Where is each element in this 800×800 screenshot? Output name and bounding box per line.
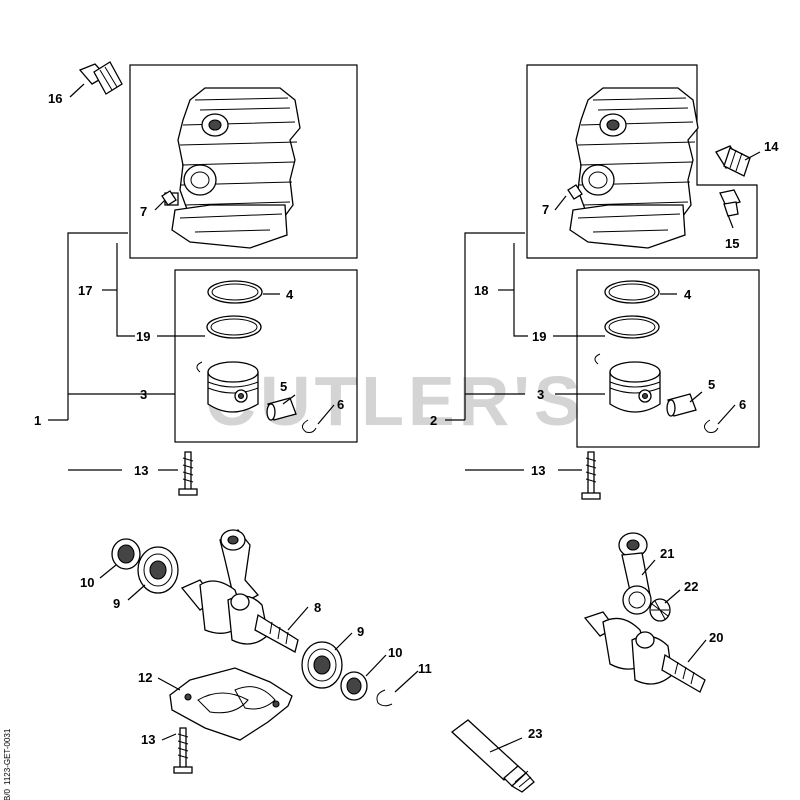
left-circlip-small xyxy=(196,361,203,373)
right-piston-pin xyxy=(666,393,697,417)
left-cylinder-assembly xyxy=(48,61,358,496)
left-piston-box xyxy=(174,269,358,443)
callout-12: 12 xyxy=(138,670,152,685)
right-circlip-small xyxy=(594,353,601,365)
right-cylinder-box xyxy=(526,64,758,259)
callout-10-lower: 10 xyxy=(388,645,402,660)
left-piston-ring-lower xyxy=(206,315,262,339)
callout-5-left: 5 xyxy=(280,379,287,394)
right-plug-15 xyxy=(719,189,741,217)
callout-3-left: 3 xyxy=(140,387,147,402)
left-decompression-valve xyxy=(78,61,123,95)
left-piston-part xyxy=(207,361,259,413)
crankcase-screw-13 xyxy=(173,727,193,774)
right-crankshaft-assembly xyxy=(583,532,707,693)
right-piston-part xyxy=(609,361,661,413)
needle-cage-22 xyxy=(649,598,671,622)
right-plug-7 xyxy=(567,184,583,200)
callout-6-right: 6 xyxy=(739,397,746,412)
crankshaft-20 xyxy=(583,611,706,693)
callout-13-right: 13 xyxy=(531,463,545,478)
callout-15: 15 xyxy=(725,236,739,251)
seal-10a xyxy=(111,538,141,570)
left-piston-ring-upper xyxy=(207,280,263,304)
left-cylinder-part xyxy=(164,87,301,249)
callout-7-left: 7 xyxy=(140,204,147,219)
callout-9-upper: 9 xyxy=(113,596,120,611)
callout-4-left: 4 xyxy=(286,287,294,302)
seal-10b xyxy=(340,671,368,701)
right-circlip xyxy=(704,419,719,433)
circlip-11 xyxy=(376,689,393,707)
left-circlip xyxy=(302,419,317,433)
callout-23: 23 xyxy=(528,726,542,741)
callout-18: 18 xyxy=(474,283,488,298)
right-cylinder-part xyxy=(569,87,699,249)
callout-4-right: 4 xyxy=(684,287,692,302)
right-piston-box xyxy=(576,269,760,448)
callout-21: 21 xyxy=(660,546,674,561)
bearing-9a xyxy=(137,546,179,594)
callout-1: 1 xyxy=(34,413,41,428)
callout-10-upper: 10 xyxy=(80,575,94,590)
right-fitting-14 xyxy=(715,145,751,177)
callout-13-lower: 13 xyxy=(141,732,155,747)
callout-19-right: 19 xyxy=(532,329,546,344)
connecting-rod-21 xyxy=(618,532,652,615)
grease-tube-23 xyxy=(450,719,535,793)
left-cylinder-box xyxy=(129,64,358,259)
crankcase-half-12 xyxy=(169,667,293,741)
left-plug-7 xyxy=(161,190,177,206)
callout-2: 2 xyxy=(430,413,437,428)
callout-5-right: 5 xyxy=(708,377,715,392)
callout-17: 17 xyxy=(78,283,92,298)
callout-16: 16 xyxy=(48,91,62,106)
callout-11: 11 xyxy=(418,661,432,676)
drawing-code: 1123-GET-0031 B/0 xyxy=(3,728,12,800)
crankshaft-8 xyxy=(180,529,299,653)
callout-13-left: 13 xyxy=(134,463,148,478)
callout-7-right: 7 xyxy=(542,202,549,217)
callout-19-left: 19 xyxy=(136,329,150,344)
callout-9-lower: 9 xyxy=(357,624,364,639)
callout-3-right: 3 xyxy=(537,387,544,402)
left-screw-13 xyxy=(178,451,198,496)
callout-22: 22 xyxy=(684,579,698,594)
left-piston-pin xyxy=(266,397,297,421)
callout-8: 8 xyxy=(314,600,321,615)
callout-6-left: 6 xyxy=(337,397,344,412)
right-cylinder-assembly xyxy=(445,64,761,500)
left-crankshaft-assembly xyxy=(99,529,419,774)
drawing-code-suffix: B/0 xyxy=(3,788,12,800)
watermark-text: CUTLER'S xyxy=(205,362,584,440)
right-piston-ring-upper xyxy=(604,280,660,304)
callout-labels: 16 7 17 19 4 3 5 6 1 13 14 15 7 18 19 4 … xyxy=(34,91,779,747)
right-piston-ring-lower xyxy=(604,315,660,339)
callout-14: 14 xyxy=(764,139,779,154)
callout-20: 20 xyxy=(709,630,723,645)
right-screw-13 xyxy=(581,451,601,500)
bearing-9b xyxy=(301,641,343,689)
drawing-code-text: 1123-GET-0031 xyxy=(3,728,12,785)
